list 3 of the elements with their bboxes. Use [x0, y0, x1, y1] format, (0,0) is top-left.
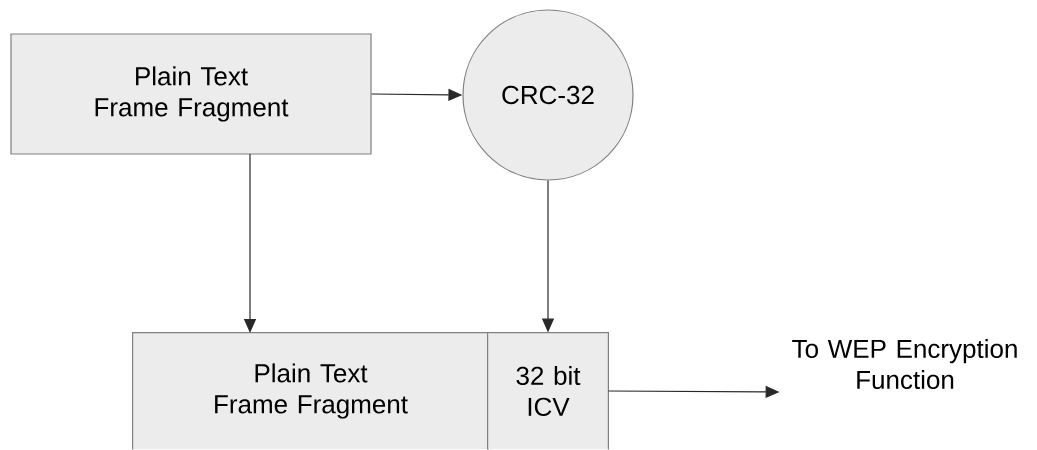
output-label: To WEP Encryption Function — [792, 338, 1017, 390]
process-box: Plain Text Frame Fragment — [10, 33, 372, 155]
icv-cell: 32 bit ICV — [487, 332, 609, 450]
